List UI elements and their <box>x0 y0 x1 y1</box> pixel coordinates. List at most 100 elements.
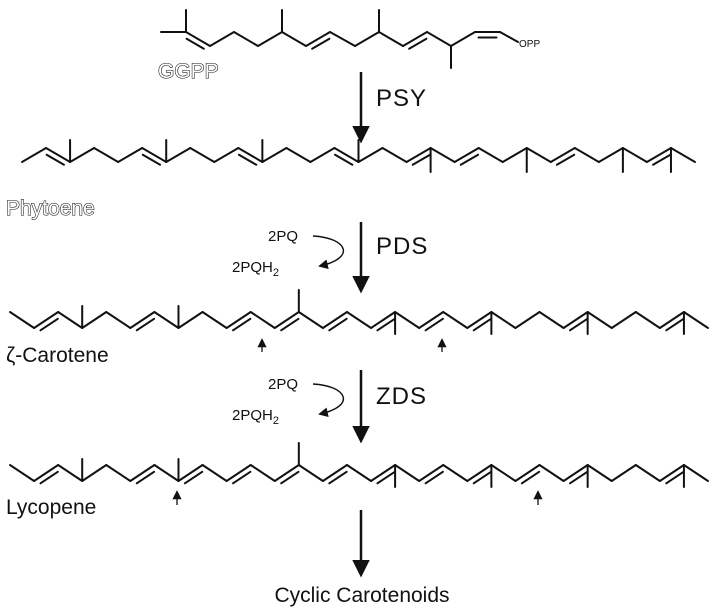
psy-enzyme-label: PSY <box>376 85 427 112</box>
double-bond-line <box>424 470 444 485</box>
bond <box>345 464 373 482</box>
bond <box>562 311 589 329</box>
bond <box>394 311 421 329</box>
bond <box>370 464 397 482</box>
bond <box>225 464 252 482</box>
bond <box>634 311 661 329</box>
double-bond-line <box>408 37 428 50</box>
pds-cofactor-arrow <box>312 235 344 270</box>
bond <box>357 147 384 163</box>
double-bond-line <box>141 153 162 166</box>
double-bond-line <box>411 153 432 166</box>
pds-cofactor-out: 2PQH2 <box>232 259 279 279</box>
bond <box>562 464 589 482</box>
bond <box>370 311 397 329</box>
double-bond-line <box>135 317 156 332</box>
double-bond-line <box>520 470 541 485</box>
bond <box>201 311 228 329</box>
double-bond-line <box>232 317 252 332</box>
bond <box>81 311 108 329</box>
zeta-carotene-structure <box>9 289 709 335</box>
bond <box>514 311 541 329</box>
double-bond-line <box>569 317 589 332</box>
lycopene-label: Lycopene <box>6 496 96 519</box>
bond <box>450 31 476 47</box>
double-bond-line <box>376 470 396 485</box>
bond <box>610 311 637 329</box>
bond <box>9 464 36 482</box>
bond <box>153 464 180 482</box>
bond <box>165 147 192 163</box>
bond <box>499 31 519 43</box>
bond <box>538 311 565 329</box>
bond <box>466 464 493 482</box>
phytoene-label: Phytoene <box>6 197 95 220</box>
bond <box>549 147 576 163</box>
bond <box>117 147 144 163</box>
bond <box>57 464 84 482</box>
bond <box>273 464 300 482</box>
bond <box>381 147 408 163</box>
double-bond-line <box>45 153 65 166</box>
cyclic-carotenoids-label: Cyclic Carotenoids <box>274 584 449 607</box>
bond <box>305 31 331 47</box>
zds-cofactor-arrow <box>312 383 344 418</box>
zds-cofactor-in: 2PQ <box>268 376 298 393</box>
double-bond-line <box>328 470 348 485</box>
bond <box>297 464 324 482</box>
phytoene-structure <box>21 139 696 173</box>
bond <box>333 147 360 163</box>
double-bond-line <box>39 470 59 485</box>
bond <box>281 31 307 47</box>
double-bond-line <box>39 317 59 332</box>
bond <box>682 311 709 329</box>
double-bond-line <box>665 470 685 485</box>
bond <box>225 311 252 329</box>
pds-enzyme-label: PDS <box>376 233 428 260</box>
double-bond-line <box>280 470 300 485</box>
bond <box>658 464 685 482</box>
bond <box>378 31 404 47</box>
bond <box>610 464 637 482</box>
bond <box>466 311 493 329</box>
bond <box>658 311 685 329</box>
bond <box>345 311 373 329</box>
bond <box>321 464 348 482</box>
bond <box>634 464 661 482</box>
double-bond-line <box>185 37 205 50</box>
double-bond-line <box>311 37 331 50</box>
bond <box>477 147 504 163</box>
bond <box>9 311 36 329</box>
bond <box>402 31 428 47</box>
bond <box>394 464 421 482</box>
double-bond-line <box>328 317 348 332</box>
bond <box>418 464 445 482</box>
bond <box>129 464 156 482</box>
bond <box>490 464 517 482</box>
double-bond-line <box>135 470 156 485</box>
bond <box>261 147 288 163</box>
bond <box>321 311 348 329</box>
bond <box>185 31 211 47</box>
bond <box>597 147 624 163</box>
bond <box>81 464 108 482</box>
bond <box>645 147 672 163</box>
zds-enzyme-label: ZDS <box>376 383 427 410</box>
double-bond-line <box>472 317 493 332</box>
bond <box>682 464 709 482</box>
ggpp-structure <box>160 9 519 69</box>
bond <box>514 464 541 482</box>
bond <box>285 147 312 163</box>
bond <box>501 147 528 163</box>
bond <box>669 147 696 163</box>
bond <box>249 464 276 482</box>
double-bond-line <box>232 470 252 485</box>
zeta-carotene-label: ζ-Carotene <box>6 344 109 367</box>
bond <box>273 311 300 329</box>
pds-cofactor-in: 2PQ <box>268 228 298 245</box>
double-bond-line <box>652 153 672 166</box>
bond <box>45 147 72 163</box>
bond <box>201 464 228 482</box>
bond <box>233 31 259 47</box>
